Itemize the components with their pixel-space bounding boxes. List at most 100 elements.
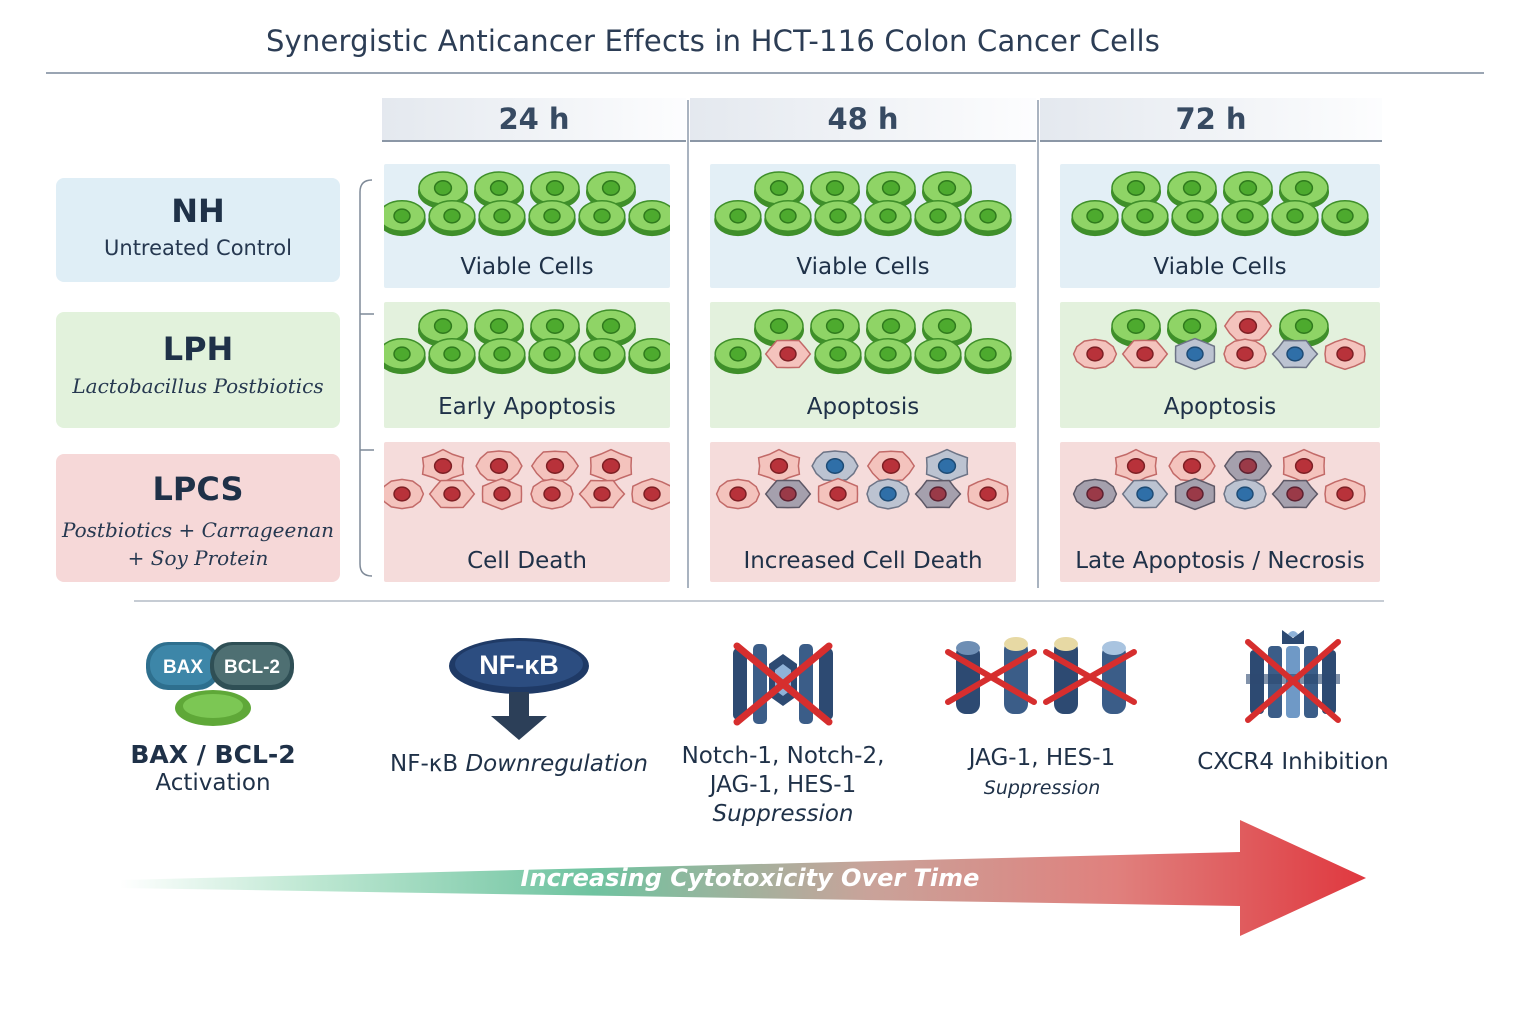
viable-cell [1167, 171, 1217, 209]
apoptotic-cell [1072, 478, 1118, 510]
cell-panel-lph-24h: Early Apoptosis [384, 302, 670, 428]
viable-cell [964, 338, 1012, 375]
viable-cell [1321, 200, 1369, 237]
viable-cell [914, 338, 962, 375]
apoptotic-cell [1174, 337, 1216, 371]
mechanism-nfkb: NF-κB NF-κB Downregulation [388, 636, 650, 779]
cell-cluster-illustration [1072, 448, 1366, 511]
apoptotic-cell [481, 477, 523, 511]
row-description: Untreated Control [104, 236, 292, 260]
cxcr4-receptor-inhibited-icon [1245, 630, 1341, 723]
page-title: Synergistic Anticancer Effects in HCT-11… [265, 24, 1161, 58]
apoptotic-cell [1271, 479, 1319, 509]
cell-panel-nh-24h: Viable Cells [384, 164, 670, 288]
viable-cell [964, 200, 1012, 237]
viable-cell [428, 338, 476, 375]
cell-panel-nh-48h: Viable Cells [710, 164, 1016, 288]
apoptotic-cell [384, 478, 425, 510]
bax-bcl2-sublabel: Activation [155, 770, 271, 796]
apoptotic-cell [1223, 310, 1273, 342]
viable-cell [530, 309, 580, 347]
viable-cell [528, 200, 576, 237]
apoptotic-cell [1324, 337, 1366, 371]
viable-cell [814, 200, 862, 237]
cell-panel-caption: Viable Cells [796, 254, 930, 280]
apoptotic-cell [475, 450, 523, 482]
apoptotic-cell [631, 477, 670, 511]
bax-bcl2-label: BAX / BCL-2 [130, 740, 296, 769]
apoptotic-cell [589, 448, 633, 484]
row-abbr: NH [171, 192, 225, 230]
timepoint-header-24h: 24 h [382, 98, 686, 142]
notch-receptor-inhibited-icon [733, 642, 833, 726]
row-label-lpcs: LPCS Postbiotics + Carrageenan + Soy Pro… [56, 454, 340, 582]
cell-panel-lph-48h: Apoptosis [710, 302, 1016, 428]
row-description-line2: + Soy Protein [127, 546, 269, 570]
cell-panel-caption: Apoptosis [806, 394, 920, 420]
cytotoxicity-arrow [120, 820, 1366, 936]
cxcr4-label: CXCR4 Inhibition [1197, 749, 1389, 775]
title-divider [46, 72, 1484, 74]
cell-panel-nh-72h: Viable Cells [1060, 164, 1380, 288]
cell-panel-caption: Increased Cell Death [743, 548, 983, 574]
viable-cell [578, 338, 626, 375]
section-divider [134, 600, 1384, 602]
bcl2-icon-text: BCL-2 [224, 657, 280, 678]
notch-label-line3: Suppression [712, 801, 854, 827]
jag-hes-inhibited-icon [945, 637, 1137, 714]
apoptotic-cell [1168, 450, 1216, 482]
viable-cell [922, 309, 972, 347]
cell-cluster-illustration [714, 309, 1012, 375]
mechanism-cxcr4: CXCR4 Inhibition [1190, 626, 1396, 777]
viable-cell [810, 171, 860, 209]
column-divider [687, 100, 689, 588]
apoptotic-cell [764, 339, 812, 369]
apoptotic-cell [866, 450, 916, 482]
row-label-nh: NH Untreated Control [56, 178, 340, 282]
apoptotic-cell [914, 479, 962, 509]
cell-panel-caption: Viable Cells [1153, 254, 1287, 280]
viable-cell [1271, 200, 1319, 237]
apoptotic-cell [1223, 478, 1267, 510]
viable-cell [1171, 200, 1219, 237]
apoptotic-cell [757, 448, 801, 484]
apoptotic-cell [1072, 338, 1118, 370]
apoptotic-cell [967, 477, 1009, 511]
viable-cell [864, 200, 912, 237]
jag-hes-label-main: JAG-1, HES-1 [968, 745, 1116, 771]
arrow-label: Increasing Cytotoxicity Over Time [520, 864, 980, 892]
apoptotic-cell [1121, 339, 1169, 369]
cell-panel-caption: Early Apoptosis [438, 394, 616, 420]
row-description: Lactobacillus Postbiotics [72, 374, 324, 398]
row-abbr: LPH [162, 330, 234, 368]
mechanism-notch: Notch-1, Notch-2, JAG-1, HES-1 Suppressi… [676, 636, 890, 829]
row-abbr: LPCS [152, 470, 244, 508]
viable-cell [864, 338, 912, 375]
viable-cell [384, 338, 426, 375]
viable-cell [478, 200, 526, 237]
viable-cell [384, 200, 426, 237]
viable-cell [866, 171, 916, 209]
viable-cell [1071, 200, 1119, 237]
viable-cell [474, 309, 524, 347]
cell-cluster-illustration [1072, 309, 1366, 371]
column-divider [1037, 100, 1039, 588]
viable-cell [628, 200, 670, 237]
apoptotic-cell [1114, 448, 1158, 484]
receptor-cylinders [956, 637, 1126, 714]
cell-panel-lph-72h: Apoptosis [1060, 302, 1380, 428]
apoptotic-cell [421, 448, 465, 484]
viable-cell [764, 200, 812, 237]
viable-cell [528, 338, 576, 375]
cell-cluster-illustration [715, 448, 1009, 511]
viable-cell [754, 309, 804, 347]
nfkb-label-suffix: Downregulation [465, 751, 648, 777]
apoptotic-cell [764, 479, 812, 509]
cell-cluster-illustration [714, 171, 1012, 237]
apoptotic-cell [715, 478, 761, 510]
cell-cluster-illustration [1071, 171, 1369, 237]
apoptotic-cell [428, 479, 476, 509]
viable-cell [428, 200, 476, 237]
apoptotic-cell [1121, 479, 1169, 509]
apoptotic-cell [1223, 338, 1267, 370]
